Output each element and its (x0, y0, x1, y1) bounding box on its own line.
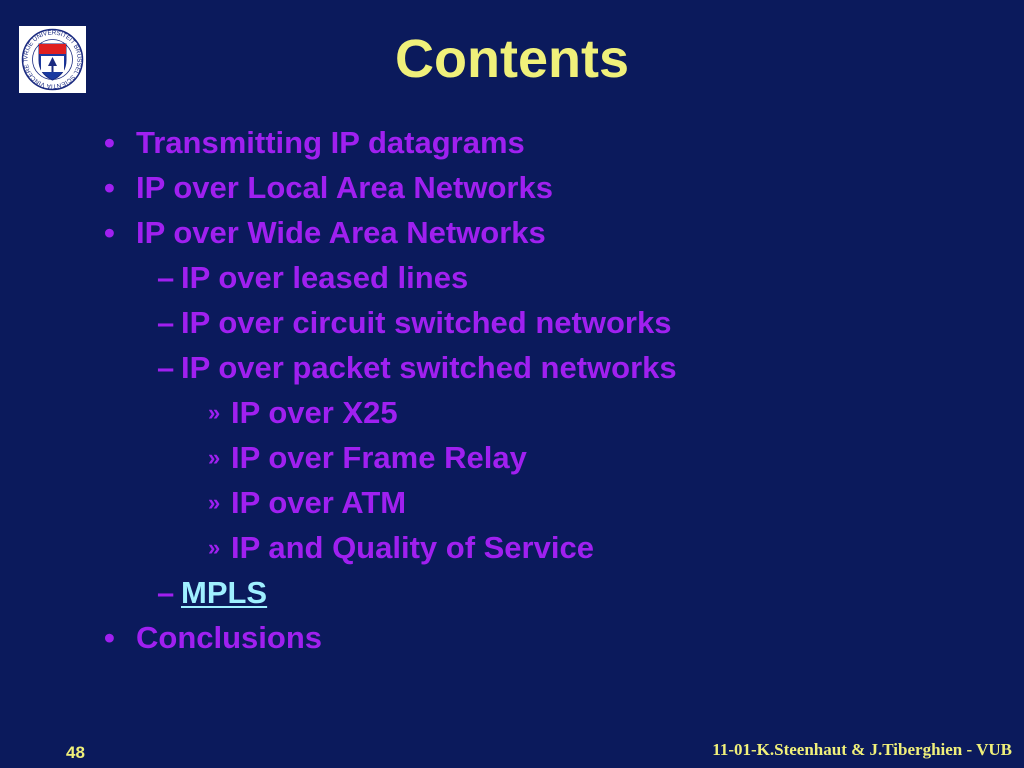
sub-bullet-label: IP over leased lines (181, 260, 469, 295)
dash-marker: – (157, 260, 175, 295)
sub-bullet-item: –IP over circuit switched networks (157, 300, 671, 345)
page-number: 48 (66, 743, 85, 762)
dash-marker: – (157, 305, 175, 340)
bullet-marker: • (104, 215, 115, 250)
bullet-item: • Conclusions (104, 615, 322, 660)
sub-sub-bullet-item: » IP over ATM (208, 480, 406, 525)
bullet-label: IP over Local Area Networks (136, 170, 553, 205)
bullet-marker: • (104, 170, 115, 205)
sub-bullet-item: –IP over leased lines (157, 255, 468, 300)
university-seal-icon: VRIJE UNIVERSITEIT BRUSSEL SCIENTIA VINC… (19, 26, 86, 93)
chevron-marker: » (208, 535, 221, 560)
seal-graphic: VRIJE UNIVERSITEIT BRUSSEL SCIENTIA VINC… (19, 26, 84, 91)
bullet-marker: • (104, 620, 115, 655)
slide-title: Contents (395, 29, 629, 89)
sub-sub-bullet-item: » IP over X25 (208, 390, 398, 435)
sub-sub-bullet-label: IP over ATM (231, 485, 407, 520)
chevron-marker: » (208, 490, 221, 515)
sub-bullet-label: IP over circuit switched networks (181, 305, 672, 340)
chevron-marker: » (208, 445, 221, 470)
bullet-item: • IP over Local Area Networks (104, 165, 553, 210)
bullet-label: Transmitting IP datagrams (136, 125, 525, 160)
sub-bullet-item: –MPLS (157, 570, 267, 615)
sub-sub-bullet-label: IP and Quality of Service (231, 530, 594, 565)
mpls-link[interactable]: MPLS (181, 575, 268, 610)
bullet-label: Conclusions (136, 620, 323, 655)
bullet-item: • IP over Wide Area Networks (104, 210, 546, 255)
sub-bullet-label: IP over packet switched networks (181, 350, 677, 385)
sub-sub-bullet-item: » IP over Frame Relay (208, 435, 527, 480)
dash-marker: – (157, 575, 175, 610)
sub-sub-bullet-label: IP over Frame Relay (231, 440, 527, 475)
footer-credit: 11-01-K.Steenhaut & J.Tiberghien - VUB (712, 740, 1012, 759)
dash-marker: – (157, 350, 175, 385)
sub-bullet-item: –IP over packet switched networks (157, 345, 677, 390)
chevron-marker: » (208, 400, 221, 425)
bullet-label: IP over Wide Area Networks (136, 215, 546, 250)
bullet-item: • Transmitting IP datagrams (104, 120, 525, 165)
bullet-marker: • (104, 125, 115, 160)
sub-sub-bullet-label: IP over X25 (231, 395, 398, 430)
sub-sub-bullet-item: » IP and Quality of Service (208, 525, 594, 570)
